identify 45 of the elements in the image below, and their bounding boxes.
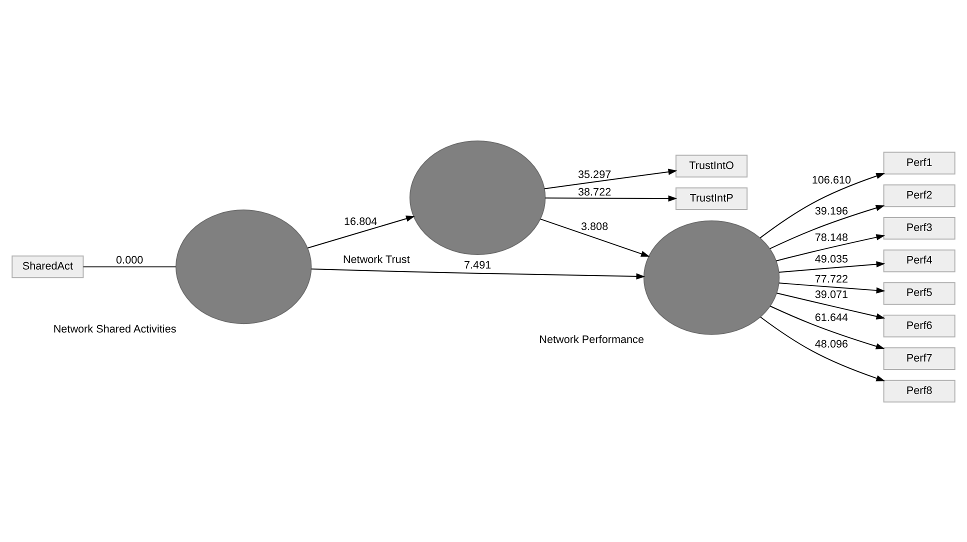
edge-label: 106.610: [812, 174, 852, 186]
arrow: [769, 204, 885, 249]
node-box: SharedAct: [12, 254, 84, 278]
arrow: [770, 305, 885, 349]
edge-label: 7.491: [464, 259, 492, 272]
edge-label: 49.035: [814, 253, 848, 266]
node-ellipse: [176, 209, 312, 324]
edge-label: 78.148: [814, 231, 848, 244]
node-box: Perf6: [883, 314, 956, 337]
edge-label: 77.722: [814, 272, 848, 285]
node-box: Perf2: [883, 184, 956, 207]
arrow: [307, 215, 415, 248]
node-box: Perf1: [883, 151, 956, 174]
arrow: [778, 260, 886, 272]
node-label: Network Shared Activities: [53, 322, 176, 335]
arrow: [544, 194, 678, 202]
node-box: Perf3: [883, 216, 956, 240]
arrow: [776, 292, 886, 319]
arrow: [776, 234, 886, 261]
node-box: Perf4: [883, 249, 956, 272]
node-ellipse: [409, 140, 546, 254]
edge-label: 3.808: [580, 220, 608, 233]
node-label: Network Trust: [342, 254, 410, 266]
arrow: [778, 282, 886, 294]
arrow: [760, 316, 886, 381]
arrow: [540, 218, 650, 256]
node-box: Perf5: [883, 282, 956, 304]
arrow: [310, 268, 646, 280]
node-ellipse: [643, 220, 780, 334]
edge-label: 39.196: [814, 204, 848, 217]
edge-label: 0.000: [116, 254, 144, 266]
node-box: Perf7: [883, 346, 956, 370]
node-box: Perf8: [883, 379, 956, 402]
arrow: [760, 172, 886, 238]
node-label: Network Performance: [539, 334, 644, 346]
edge-label: 16.804: [344, 216, 378, 228]
arrow: [544, 168, 678, 189]
edge-label: 61.644: [814, 311, 848, 324]
node-box: TrustIntO: [676, 154, 748, 177]
edge-label: 38.722: [578, 186, 612, 198]
edge-label: 39.071: [814, 288, 848, 301]
connector: [82, 266, 176, 267]
node-box: TrustIntP: [676, 186, 748, 210]
edge-label: 35.297: [578, 168, 612, 180]
edge-label: 48.096: [814, 338, 848, 350]
